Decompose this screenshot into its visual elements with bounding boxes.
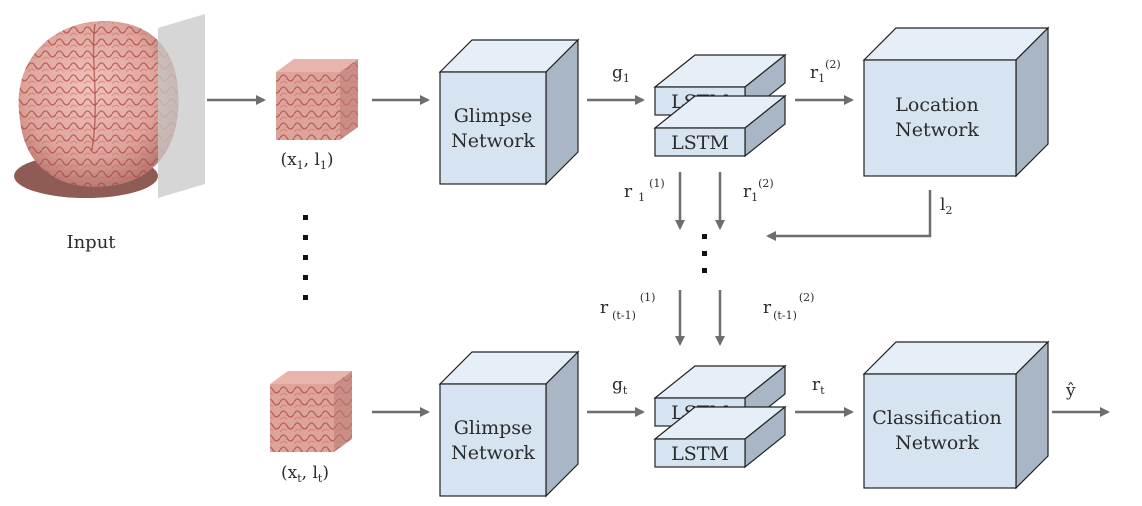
arrow-l2: [766, 190, 932, 241]
glimpse-network-top: [438, 38, 580, 186]
input-label: Input: [66, 232, 116, 253]
label-yhat: ŷ: [1065, 381, 1076, 401]
lstm-top-lower-label: LSTM: [671, 132, 729, 154]
label-rt1-1: r(t-1)(1): [600, 291, 655, 322]
glimpse-patch-last: [270, 371, 352, 452]
classification-network-line1: Classification: [872, 407, 1002, 429]
label-l2: l2: [940, 195, 952, 217]
glimpse-patch-first: [276, 59, 358, 140]
label-rt1-2: r(t-1)(2): [763, 291, 814, 322]
glimpse-last-caption: (xt, lt): [281, 463, 329, 485]
ellipsis-dots-left: [303, 215, 308, 300]
location-network-line1: Location: [895, 94, 978, 116]
slice-plane: [158, 14, 205, 198]
glimpse-network-top-line1: Glimpse: [454, 105, 533, 127]
ellipsis-dots-middle: [702, 234, 707, 273]
label-g1: g1: [612, 63, 630, 85]
classification-network-line2: Network: [895, 432, 979, 454]
label-rt: rt: [812, 375, 825, 397]
glimpse-network-bottom: [438, 350, 580, 498]
classification-network: [862, 340, 1050, 490]
label-r1-2-top: r1(2): [810, 58, 841, 85]
lstm-top-lower: [653, 94, 787, 158]
label-gt: gt: [612, 375, 628, 397]
location-network-line2: Network: [895, 119, 979, 141]
glimpse-network-top-line2: Network: [451, 130, 535, 152]
input-brain-image: [14, 14, 205, 198]
glimpse-network-bottom-line2: Network: [451, 442, 535, 464]
location-network: [862, 26, 1050, 178]
label-r1-2: r1(2): [743, 177, 774, 204]
glimpse-network-bottom-line1: Glimpse: [454, 417, 533, 439]
glimpse-first-caption: (x1, l1): [280, 150, 333, 172]
lstm-bottom-lower: [653, 405, 787, 469]
lstm-bottom-lower-label: LSTM: [671, 443, 729, 465]
